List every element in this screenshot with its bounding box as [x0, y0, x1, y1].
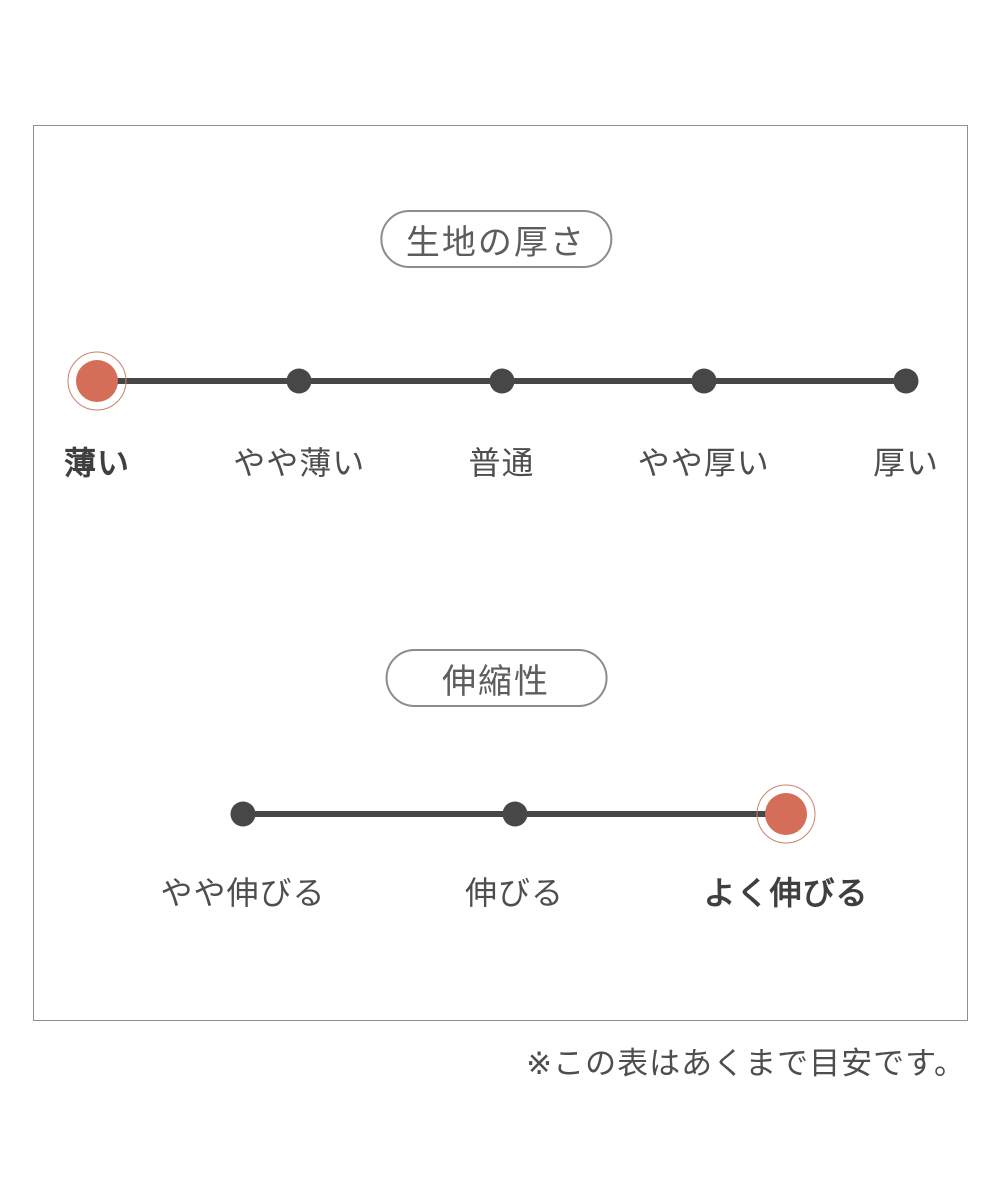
- selected-dot-ring: [67, 351, 127, 411]
- disclaimer-note: ※この表はあくまで目安です。: [526, 1046, 966, 1081]
- stretch-title: 伸縮性: [442, 662, 551, 701]
- scale-label: 薄い: [63, 445, 131, 481]
- scale-dot: [691, 368, 717, 394]
- scale-dot: [502, 801, 527, 827]
- thickness-title-pill: 生地の厚さ: [379, 210, 612, 268]
- thickness-title: 生地の厚さ: [405, 223, 586, 262]
- thickness-scale: 薄い やや薄い 普通 やや厚い 厚い: [34, 126, 967, 1020]
- scale-label: やや厚い: [637, 445, 770, 481]
- scale-dot: [893, 368, 919, 394]
- scale-label: やや薄い: [233, 445, 366, 481]
- chart-frame: 生地の厚さ 薄い やや薄い 普通 やや厚い 厚い 伸縮性 やや伸びる 伸びる よく伸びる: [33, 125, 968, 1021]
- scale-dot: [489, 368, 514, 394]
- scale-dot: [286, 368, 312, 394]
- scale-label: 伸びる: [464, 875, 565, 911]
- scale-label: 厚い: [872, 445, 940, 481]
- scale-dot: [230, 801, 256, 827]
- scale-label: 普通: [468, 445, 535, 481]
- stretch-title-pill: 伸縮性: [385, 649, 608, 707]
- scale-label: よく伸びる: [703, 875, 869, 911]
- scale-label: やや伸びる: [160, 875, 326, 911]
- selected-dot-ring: [756, 784, 816, 844]
- stretch-scale: やや伸びる 伸びる よく伸びる: [34, 126, 967, 1020]
